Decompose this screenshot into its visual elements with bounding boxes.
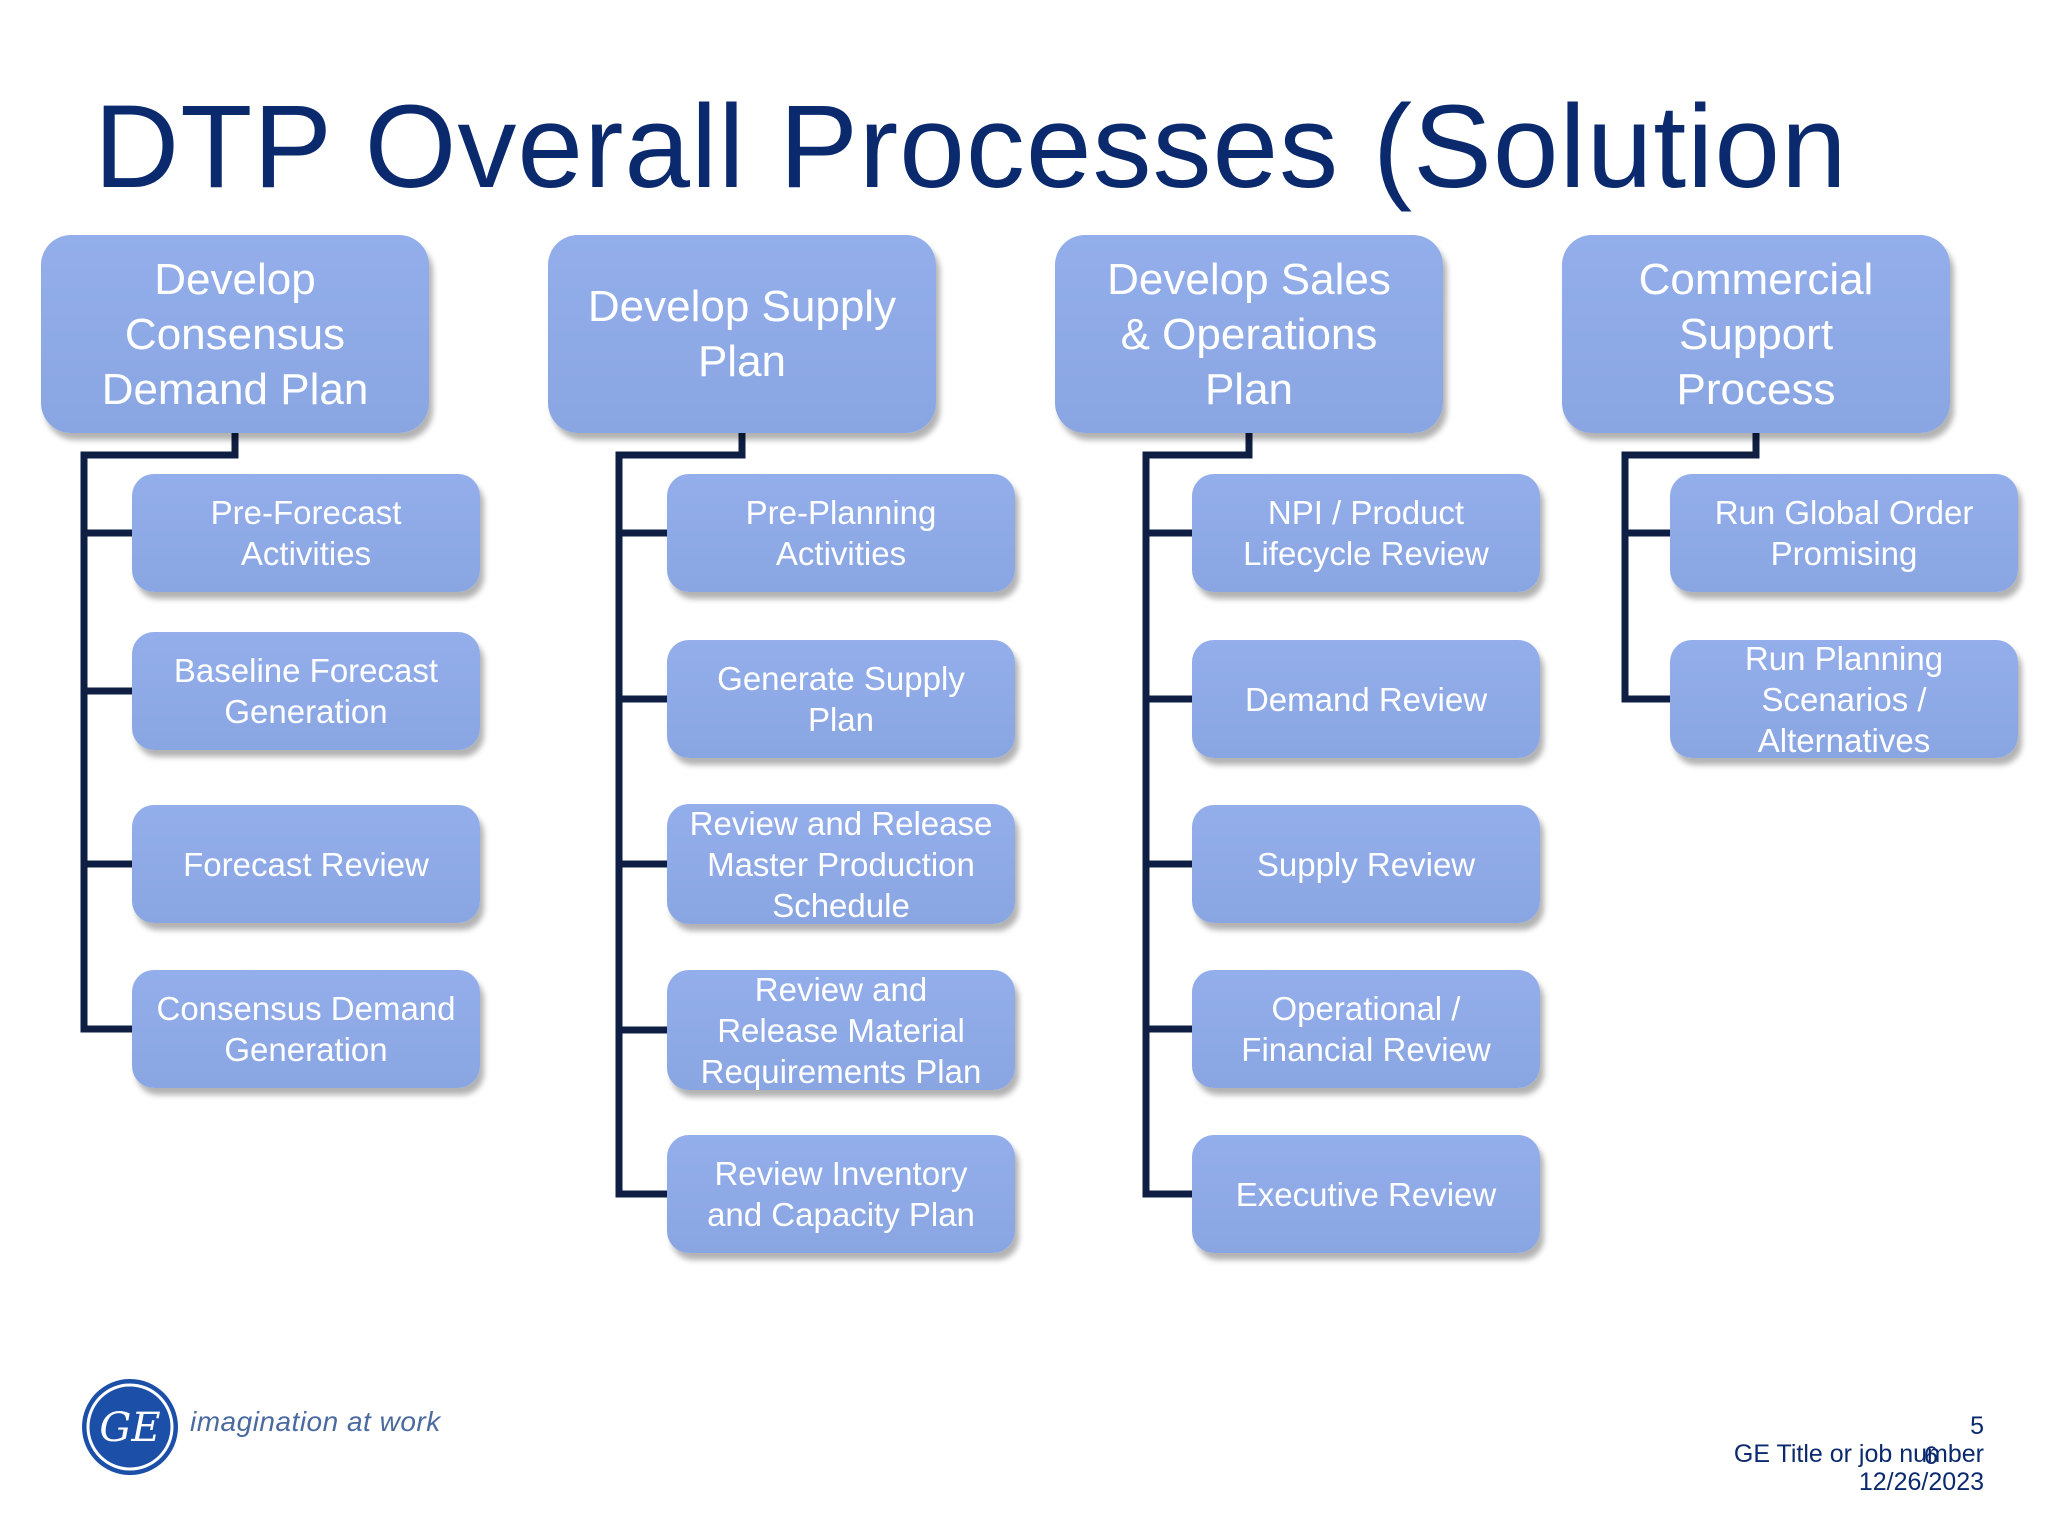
footer-page-number: 5 (1970, 1412, 1984, 1440)
step-run-global-order-promising: Run Global Order Promising (1670, 474, 2018, 592)
step-review-release-mps: Review and Release Master Production Sch… (667, 804, 1015, 924)
heading-develop-supply-plan: Develop Supply Plan (548, 235, 936, 433)
footer-date: 12/26/2023 (1858, 1468, 1984, 1496)
svg-text:GE: GE (99, 1405, 160, 1451)
step-generate-supply-plan: Generate Supply Plan (667, 640, 1015, 758)
slide-title: DTP Overall Processes (Solution (94, 81, 1848, 213)
step-review-inventory-capacity-plan: Review Inventory and Capacity Plan (667, 1135, 1015, 1253)
heading-commercial-support-process: Commercial Support Process (1562, 235, 1950, 433)
heading-develop-consensus-demand-plan: Develop Consensus Demand Plan (41, 235, 429, 433)
step-baseline-forecast-generation: Baseline Forecast Generation (132, 632, 480, 750)
step-pre-forecast-activities: Pre-Forecast Activities (132, 474, 480, 592)
logo-tagline: imagination at work (190, 1406, 441, 1437)
step-demand-review: Demand Review (1192, 640, 1540, 758)
step-operational-financial-review: Operational / Financial Review (1192, 970, 1540, 1088)
step-npi-product-lifecycle-review: NPI / Product Lifecycle Review (1192, 474, 1540, 592)
slide-footer: 5 GE Title or job number 12/26/2023 (1734, 1412, 1984, 1496)
step-review-release-mrp: Review and Release Material Requirements… (667, 970, 1015, 1090)
footer-job-title: GE Title or job number (1733, 1440, 1984, 1468)
step-run-planning-scenarios: Run Planning Scenarios / Alternatives (1670, 640, 2018, 759)
step-forecast-review: Forecast Review (132, 805, 480, 923)
step-consensus-demand-generation: Consensus Demand Generation (132, 970, 480, 1088)
heading-develop-sales-operations-plan: Develop Sales & Operations Plan (1055, 235, 1443, 433)
step-executive-review: Executive Review (1192, 1135, 1540, 1253)
step-supply-review: Supply Review (1192, 805, 1540, 923)
footer-overlay-page: 6 (1924, 1442, 1938, 1470)
ge-logo-icon: GE (82, 1379, 178, 1475)
step-pre-planning-activities: Pre-Planning Activities (667, 474, 1015, 592)
